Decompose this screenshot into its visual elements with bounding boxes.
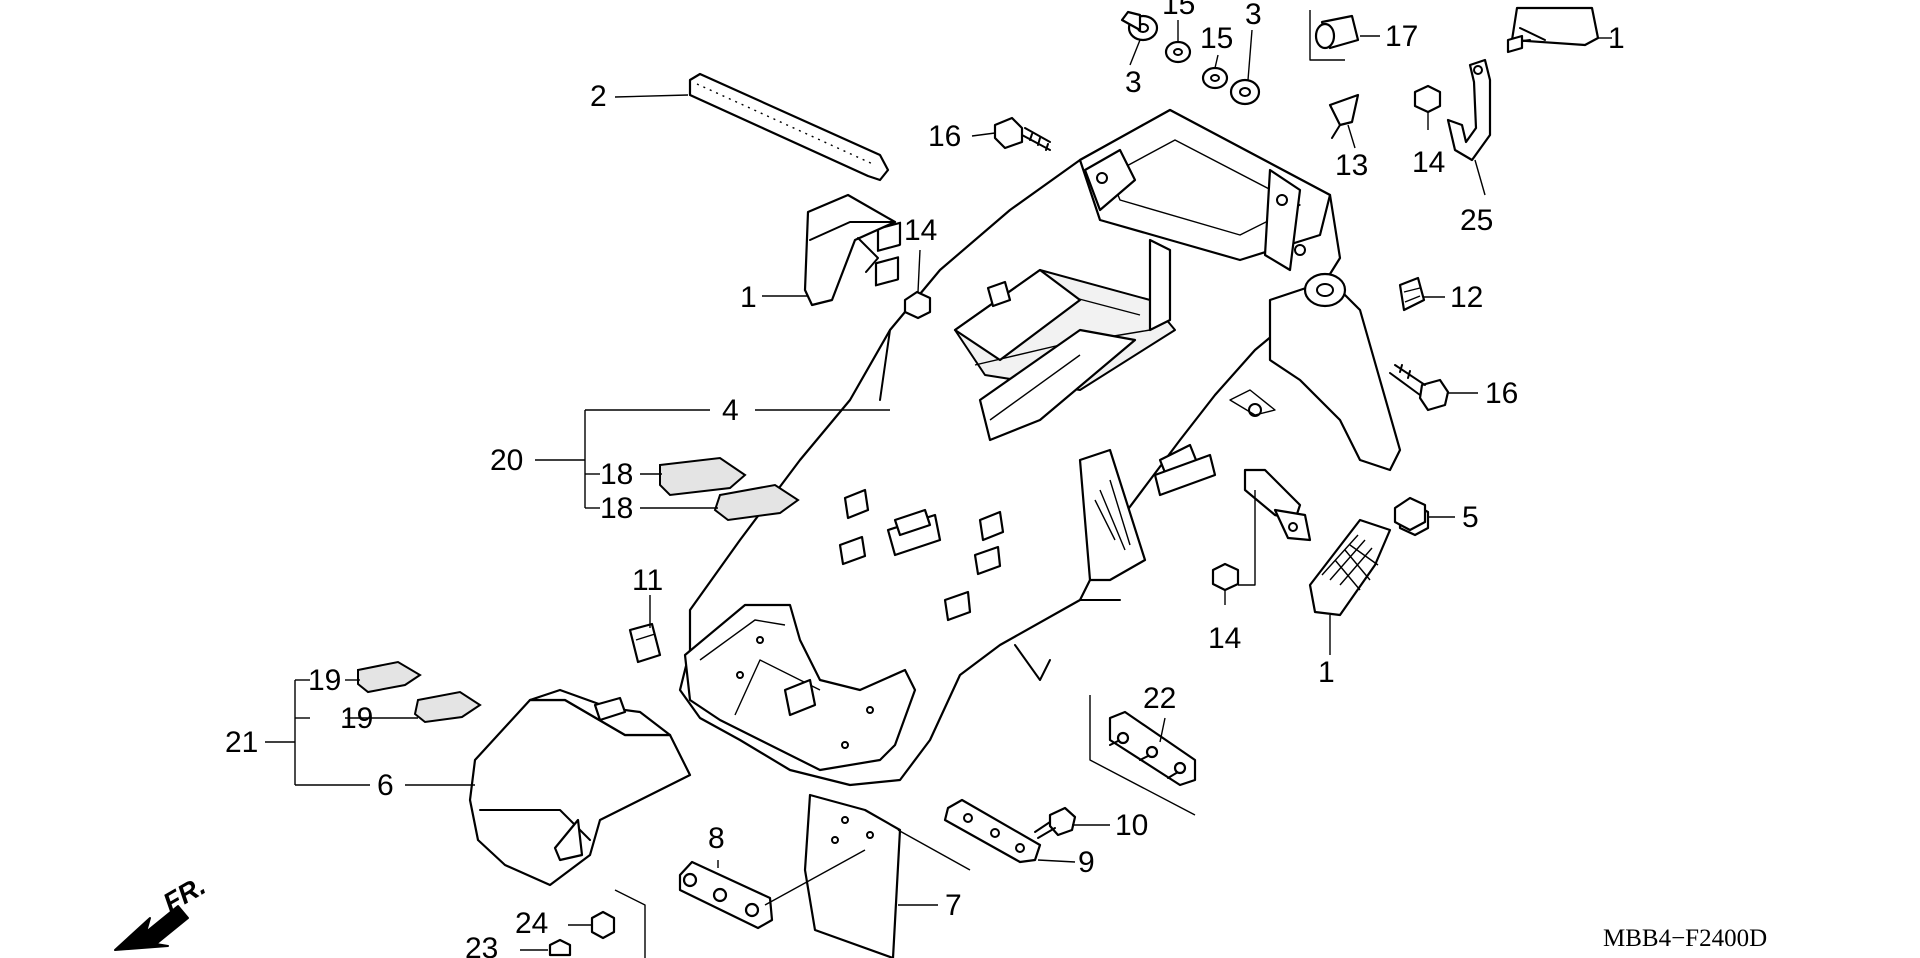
bracket-icon[interactable] xyxy=(468,688,692,887)
nut-icon[interactable] xyxy=(1393,496,1427,532)
callout-2: 2 xyxy=(590,80,607,113)
cap-icon[interactable] xyxy=(1314,14,1360,50)
mudflap-icon[interactable] xyxy=(803,793,902,958)
grommet-icon[interactable] xyxy=(1127,14,1261,106)
callout-14-left: 14 xyxy=(904,214,937,247)
callout-1-top-right: 1 xyxy=(1608,22,1625,55)
reflector-icon[interactable] xyxy=(1308,518,1392,617)
callout-19-upper: 19 xyxy=(308,664,341,697)
callout-9: 9 xyxy=(1078,846,1095,879)
callout-10: 10 xyxy=(1115,809,1148,842)
callout-7: 7 xyxy=(945,889,962,922)
callout-11: 11 xyxy=(632,564,663,597)
seal-strip-icon[interactable] xyxy=(688,72,890,182)
callout-8: 8 xyxy=(708,822,725,855)
plate-icon[interactable] xyxy=(943,798,1042,864)
clip-icon[interactable] xyxy=(1328,93,1360,139)
callout-20: 20 xyxy=(490,444,523,477)
callout-1-left: 1 xyxy=(740,281,757,314)
callout-14-right: 14 xyxy=(1412,146,1445,179)
callout-3-left: 3 xyxy=(1125,66,1142,99)
foam-pad-icon[interactable] xyxy=(357,456,800,724)
rear-fender-part[interactable] xyxy=(678,108,1402,787)
callout-4: 4 xyxy=(722,394,739,427)
callout-16-top: 16 xyxy=(928,120,961,153)
bracket-icon[interactable] xyxy=(1243,468,1312,542)
clip-icon[interactable] xyxy=(628,622,662,664)
callout-25: 25 xyxy=(1460,204,1493,237)
callout-24: 24 xyxy=(515,907,548,940)
callout-19-lower: 19 xyxy=(340,702,373,735)
clip-icon[interactable] xyxy=(1398,276,1426,312)
callout-18-upper: 18 xyxy=(600,458,633,491)
callout-14-lower: 14 xyxy=(1208,622,1241,655)
nut-icon[interactable] xyxy=(548,910,616,957)
callout-23: 23 xyxy=(465,932,498,958)
callout-15-left: 15 xyxy=(1162,0,1195,21)
fender-slot-clips xyxy=(838,221,1005,622)
bolt-icon[interactable] xyxy=(993,10,1524,839)
callout-6: 6 xyxy=(377,769,394,802)
callout-13: 13 xyxy=(1335,149,1368,182)
reflector-icon[interactable] xyxy=(1510,6,1600,47)
callout-5: 5 xyxy=(1462,501,1479,534)
callout-17: 17 xyxy=(1385,20,1418,53)
plate-icon[interactable] xyxy=(1108,710,1197,787)
diagram-code: MBB4−F2400D xyxy=(1603,925,1767,952)
callout-labels: 1 1 1 2 3 3 4 5 6 7 8 9 10 11 12 13 14 1… xyxy=(225,0,1625,958)
callout-1-lower-right: 1 xyxy=(1318,656,1335,689)
front-arrow-icon: FR. xyxy=(114,870,211,951)
callout-16-right: 16 xyxy=(1485,377,1518,410)
plate-icon[interactable] xyxy=(678,860,774,930)
harness-clip-icon[interactable] xyxy=(1446,58,1492,162)
callout-18-lower: 18 xyxy=(600,492,633,525)
callout-12: 12 xyxy=(1450,281,1483,314)
front-direction-label: FR. xyxy=(158,870,211,918)
reflector-icon[interactable] xyxy=(803,193,897,307)
callout-15-right: 15 xyxy=(1200,22,1233,55)
callout-3-right: 3 xyxy=(1245,0,1262,31)
callout-21: 21 xyxy=(225,726,258,759)
leader-lines xyxy=(265,10,1612,958)
callout-22: 22 xyxy=(1143,682,1176,715)
